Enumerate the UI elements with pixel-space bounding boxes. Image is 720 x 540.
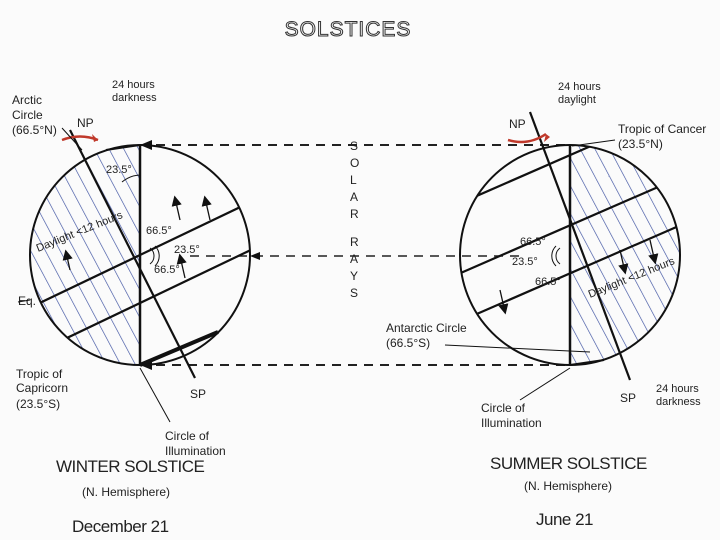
winter-arctic-label: Arctic (12, 93, 42, 107)
winter-hemisphere: (N. Hemisphere) (82, 485, 170, 499)
winter-darkness-label: 24 hours (112, 79, 155, 91)
winter-axis (69, 129, 196, 379)
svg-text:A: A (350, 252, 358, 266)
summer-tropic-line (460, 206, 680, 332)
svg-text:66.5°: 66.5° (535, 276, 561, 288)
summer-antarctic-label: Antarctic Circle (386, 321, 467, 335)
svg-text:66.5°: 66.5° (520, 236, 546, 248)
svg-text:L: L (350, 173, 357, 187)
svg-text:66.5°: 66.5° (146, 225, 172, 237)
svg-text:Circle: Circle (12, 108, 43, 122)
page-title: SOLSTICES (285, 18, 412, 41)
svg-text:23.5°: 23.5° (512, 256, 538, 268)
solar-rays-label: S O L A R R A Y S (350, 139, 359, 300)
svg-text:Illumination: Illumination (481, 416, 542, 430)
svg-text:Capricorn: Capricorn (16, 381, 68, 395)
summer-globe (459, 111, 681, 381)
svg-text:S: S (350, 286, 358, 300)
svg-text:darkness: darkness (656, 396, 701, 408)
winter-angle-23: 23.5° (106, 164, 132, 176)
svg-text:(23.5°S): (23.5°S) (16, 397, 60, 411)
summer-darkness-label: 24 hours (656, 383, 699, 395)
winter-tropic-label: Tropic of (16, 367, 63, 381)
winter-equator-line (30, 187, 250, 323)
svg-text:(23.5°N): (23.5°N) (618, 137, 663, 151)
svg-text:Y: Y (350, 269, 358, 283)
summer-tropic-label: Tropic of Cancer (618, 122, 706, 136)
winter-illumination-label: Circle of (165, 429, 210, 443)
winter-date: December 21 (72, 517, 169, 536)
svg-text:A: A (350, 190, 358, 204)
summer-axis (528, 111, 632, 381)
sun-rays (140, 144, 572, 366)
winter-heading: WINTER SOLSTICE (56, 457, 205, 476)
summer-heading: SUMMER SOLSTICE (490, 454, 647, 473)
svg-text:R: R (350, 207, 359, 221)
svg-text:daylight: daylight (558, 94, 596, 106)
svg-text:R: R (350, 235, 359, 249)
svg-text:darkness: darkness (112, 92, 157, 104)
winter-globe (29, 129, 251, 379)
svg-text:(66.5°N): (66.5°N) (12, 123, 57, 137)
winter-sp-label: SP (190, 387, 206, 401)
svg-text:(66.5°S): (66.5°S) (386, 336, 430, 350)
summer-date: June 21 (536, 510, 593, 529)
winter-np-label: NP (77, 116, 94, 130)
svg-text:S: S (350, 139, 358, 153)
svg-text:66.5°: 66.5° (154, 264, 180, 276)
svg-text:O: O (350, 156, 359, 170)
svg-text:23.5°: 23.5° (174, 244, 200, 256)
summer-illumination-label: Circle of (481, 401, 526, 415)
summer-daylight24-label: 24 hours (558, 81, 601, 93)
summer-sp-label: SP (620, 391, 636, 405)
summer-np-label: NP (509, 117, 526, 131)
svg-text:Illumination: Illumination (165, 444, 226, 458)
summer-hemisphere: (N. Hemisphere) (524, 479, 612, 493)
